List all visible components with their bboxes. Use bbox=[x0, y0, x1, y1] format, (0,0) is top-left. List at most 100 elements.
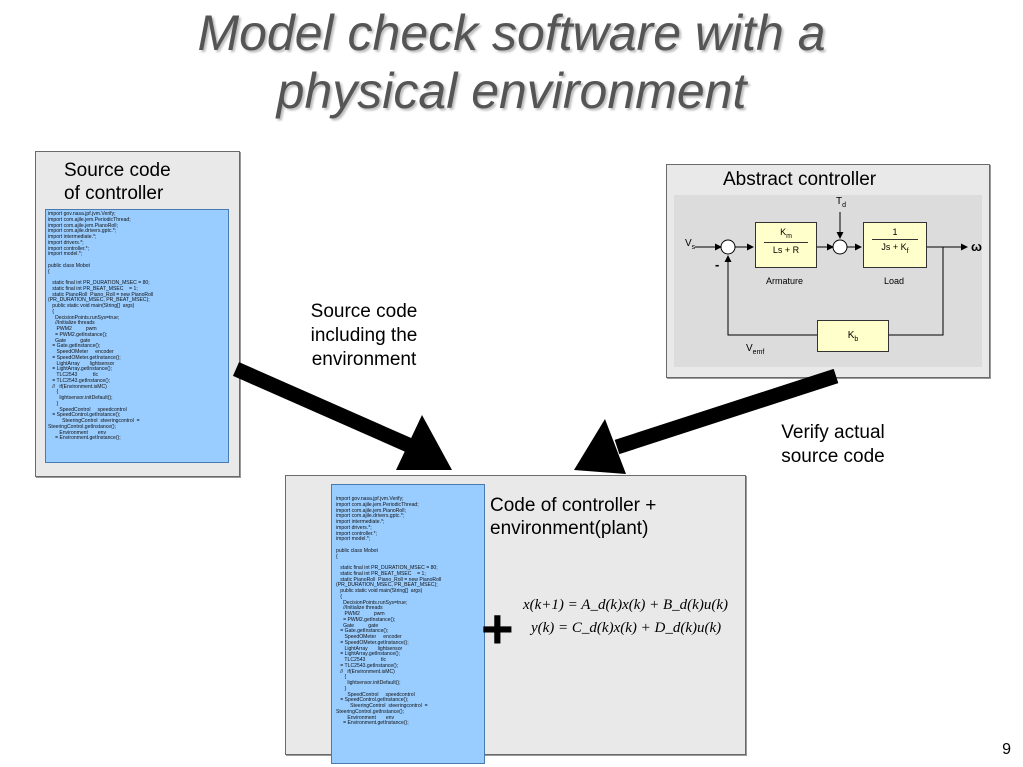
bottom-code-line: { bbox=[336, 593, 342, 600]
left-code-line: = Gate.getInstance(); bbox=[48, 343, 101, 350]
bottom-code-line: = SpeedControl.getInstance(); bbox=[336, 697, 409, 704]
bottom-code-line: static PianoRoll Piano_Roll = new PianoR… bbox=[336, 576, 442, 583]
bottom-code-line: Environment env bbox=[336, 714, 395, 721]
left-code-line: TLC2543 tlc bbox=[48, 372, 99, 378]
page-number: 9 bbox=[1002, 741, 1011, 758]
bottom-code-line: import drivers.*; bbox=[336, 524, 372, 531]
left-code-line: PWM2 pwm bbox=[48, 326, 97, 332]
combined-code-listing: import gov.nasa.jpf.jvm.Verify;import co… bbox=[331, 484, 485, 764]
left-code-line: static final int PR_BEAT_MSEC = 1; bbox=[48, 285, 138, 292]
abstract-controller-title: Abstract controller bbox=[723, 169, 877, 190]
bottom-code-line: import model.*; bbox=[336, 536, 371, 543]
bottom-code-line: SteeringControl.getInstance(); bbox=[336, 708, 404, 715]
bottom-code-line: Gate gate bbox=[336, 622, 379, 629]
bottom-code-line: lightsensor.initDefault(); bbox=[336, 680, 401, 686]
right-arrow bbox=[574, 368, 839, 474]
left-code-line: lightsensor.initDefault(); bbox=[48, 395, 113, 401]
bottom-code-line: import com.ajile.drivers.gptc.*; bbox=[336, 513, 405, 520]
block-diagram-wiring bbox=[695, 212, 968, 336]
load-block: 1 Js + Kf bbox=[863, 222, 927, 268]
left-code-line: { bbox=[48, 389, 59, 396]
omega-output: ω bbox=[971, 239, 982, 254]
left-code-line: = SpeedOMeter.getInstance(); bbox=[48, 354, 121, 361]
left-code-line: { bbox=[48, 308, 54, 315]
left-code-line: = Environment.getInstance(); bbox=[48, 435, 121, 442]
right-annotation-line-2: source code bbox=[781, 446, 885, 467]
source-code-label-line-1: Source code bbox=[64, 160, 171, 181]
output-equation: y(k) = C_d(k)x(k) + D_d(k)u(k) bbox=[531, 620, 722, 636]
combined-code-label: Code of controller + environment(plant) bbox=[490, 494, 656, 540]
source-code-listing: import gov.nasa.jpf.jvm.Verify;import co… bbox=[45, 209, 229, 463]
left-code-line: (PR_DURATION_MSEC, PR_BEAT_MSEC); bbox=[48, 297, 150, 304]
bottom-code-line: static final int PR_BEAT_MSEC = 1; bbox=[336, 570, 426, 577]
vs-label: Vs bbox=[685, 238, 696, 251]
bottom-code-line: = SpeedOMeter.getInstance(); bbox=[336, 639, 409, 646]
bottom-code-line: public class Mobot bbox=[336, 547, 378, 554]
left-code-line: LightArray lightsensor bbox=[48, 360, 115, 367]
bottom-code-line: TLC2543 tlc bbox=[336, 657, 387, 663]
bottom-code-line: = LightArray.getInstance(); bbox=[336, 651, 401, 658]
middle-annotation-line-3: environment bbox=[311, 349, 417, 370]
middle-annotation-line-2: including the bbox=[310, 325, 418, 346]
bottom-code-line: = Gate.getInstance(); bbox=[336, 628, 389, 635]
abstract-controller-panel: Abstract controller Td Vs - ω Km Ls + R … bbox=[666, 164, 990, 378]
bottom-code-line: import gov.nasa.jpf.jvm.Verify; bbox=[336, 496, 404, 502]
combined-code-panel: import gov.nasa.jpf.jvm.Verify;import co… bbox=[285, 475, 746, 764]
bottom-code-line: = Environment.getInstance(); bbox=[336, 720, 409, 727]
combined-label-line-1: Code of controller + bbox=[490, 495, 657, 516]
left-code-line: public static void main(String[] args) bbox=[48, 303, 135, 309]
bottom-code-line: //Initialize threads bbox=[336, 605, 383, 612]
middle-annotation-line-1: Source code bbox=[310, 301, 418, 322]
minus-sign: - bbox=[715, 257, 720, 272]
combined-label-line-2: environment(plant) bbox=[490, 518, 649, 539]
left-code-line: SteeringControl steeringcontrol = bbox=[48, 418, 140, 424]
left-code-line: import drivers.*; bbox=[48, 239, 84, 246]
bottom-code-line: PWM2 pwm bbox=[336, 611, 385, 617]
td-label: Td bbox=[836, 196, 847, 209]
left-code-line: SteeringControl.getInstance(); bbox=[48, 423, 116, 430]
left-code-line: { bbox=[48, 268, 50, 275]
slide-title: Model check software with a physical env… bbox=[0, 4, 1023, 120]
bottom-code-line: import com.ajile.jem.PeriodicThread; bbox=[336, 501, 419, 508]
vemf-label: Vemf bbox=[746, 343, 765, 356]
load-label: Load bbox=[884, 276, 905, 286]
left-code-line: import intermediate.*; bbox=[48, 234, 97, 240]
bottom-code-line: { bbox=[336, 553, 338, 560]
left-code-line: = TLC2543.getInstance(); bbox=[48, 377, 111, 384]
left-code-line: static final int PR_DURATION_MSEC = 80; bbox=[48, 280, 150, 286]
left-code-line: // if(Environment.isMC) bbox=[48, 383, 107, 390]
load-denominator: Js + Kf bbox=[881, 242, 909, 255]
bottom-code-line: SteeringControl steeringcontrol = bbox=[336, 703, 428, 709]
left-code-line: import com.ajile.drivers.gptc.*; bbox=[48, 228, 117, 235]
bottom-code-line: import com.ajile.jem.PianoRoll; bbox=[336, 507, 406, 514]
left-code-line: import model.*; bbox=[48, 251, 83, 258]
left-code-line: import com.ajile.jem.PianoRoll; bbox=[48, 222, 118, 229]
left-code-line: } bbox=[48, 400, 59, 407]
armature-block: Km Ls + R bbox=[755, 222, 817, 268]
bottom-code-line: LightArray lightsensor bbox=[336, 645, 403, 652]
bottom-code-line: = PWM2.getInstance(); bbox=[336, 616, 396, 623]
source-code-label-line-2: of controller bbox=[64, 183, 164, 204]
left-code-line: DecisionPoints.runSys=true; bbox=[48, 314, 120, 321]
bottom-code-line: (PR_DURATION_MSEC, PR_BEAT_MSEC); bbox=[336, 582, 438, 589]
left-code-line: //Initialize threads bbox=[48, 320, 95, 327]
bottom-code-line: import intermediate.*; bbox=[336, 519, 385, 525]
bottom-code-line: SpeedOMeter encoder bbox=[336, 634, 402, 640]
bottom-code-line: import controller.*; bbox=[336, 530, 378, 537]
left-code-line: SpeedOMeter encoder bbox=[48, 349, 114, 355]
plus-sign: + bbox=[481, 597, 514, 660]
left-code-line: static PianoRoll Piano_Roll = new PianoR… bbox=[48, 291, 154, 298]
left-code-line: Gate gate bbox=[48, 337, 91, 344]
bottom-code-line: SpeedControl speedcontrol bbox=[336, 691, 415, 698]
right-annotation-line-1: Verify actual bbox=[781, 422, 885, 443]
left-code-line: = SpeedControl.getInstance(); bbox=[48, 412, 121, 419]
right-annotation: Verify actual source code bbox=[758, 421, 908, 469]
bottom-code-line: = TLC2543.getInstance(); bbox=[336, 662, 399, 669]
armature-denominator: Ls + R bbox=[772, 244, 800, 255]
left-code-line: Environment env bbox=[48, 429, 107, 436]
armature-numerator: Km bbox=[764, 227, 808, 243]
bottom-code-line: DecisionPoints.runSys=true; bbox=[336, 599, 408, 606]
load-numerator: 1 bbox=[872, 227, 918, 240]
bottom-code-line: public static void main(String[] args) bbox=[336, 588, 423, 594]
